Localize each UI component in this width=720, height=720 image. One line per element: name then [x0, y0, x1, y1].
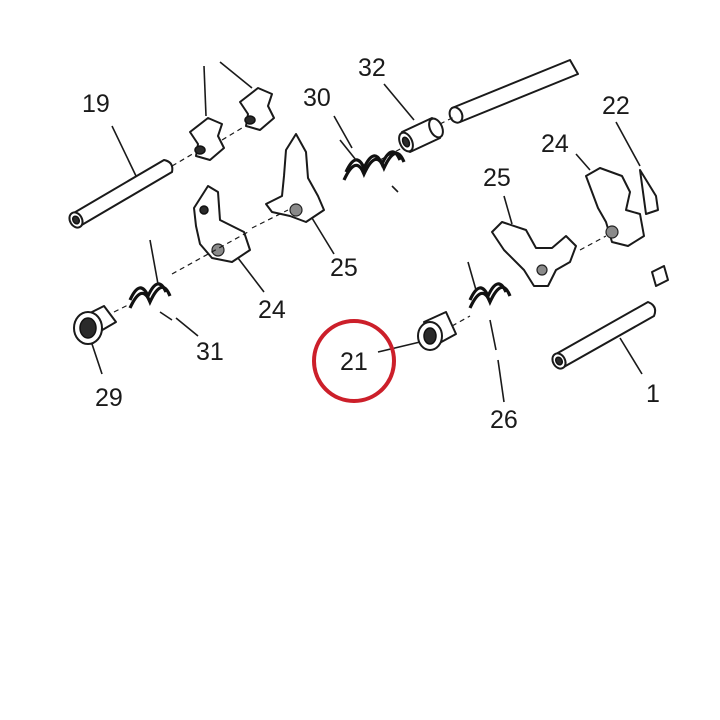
small-part-right-edge	[651, 265, 669, 287]
callout-26: 26	[490, 406, 518, 434]
callout-21: 21	[340, 348, 368, 376]
bushing-32	[398, 117, 444, 153]
highlight-ring-21	[312, 319, 396, 403]
fork-25-right	[491, 221, 577, 287]
bushing-29	[73, 305, 117, 345]
clip-upper-right	[239, 87, 275, 131]
callout-24-right: 24	[541, 130, 569, 158]
callout-25-right: 25	[483, 164, 511, 192]
clip-upper-left	[189, 117, 225, 161]
shaft-upper-right	[448, 59, 579, 124]
callout-29: 29	[95, 384, 123, 412]
fork-24-right	[585, 167, 659, 247]
callout-25-left: 25	[330, 254, 358, 282]
spring-31	[128, 239, 173, 321]
callout-1: 1	[646, 380, 660, 408]
fork-24-left	[193, 185, 251, 263]
callout-31: 31	[196, 338, 224, 366]
callout-24-left: 24	[258, 296, 286, 324]
bushing-21	[417, 311, 457, 351]
callout-22: 22	[602, 92, 630, 120]
callout-32: 32	[358, 54, 386, 82]
spring-30	[339, 139, 406, 193]
spring-26	[467, 261, 512, 351]
top-crop-mask	[0, 0, 720, 58]
shaft-1	[551, 301, 657, 370]
callout-30: 30	[303, 84, 331, 112]
fork-25-upper	[265, 133, 325, 223]
callout-19: 19	[82, 90, 110, 118]
shaft-19	[68, 159, 174, 229]
